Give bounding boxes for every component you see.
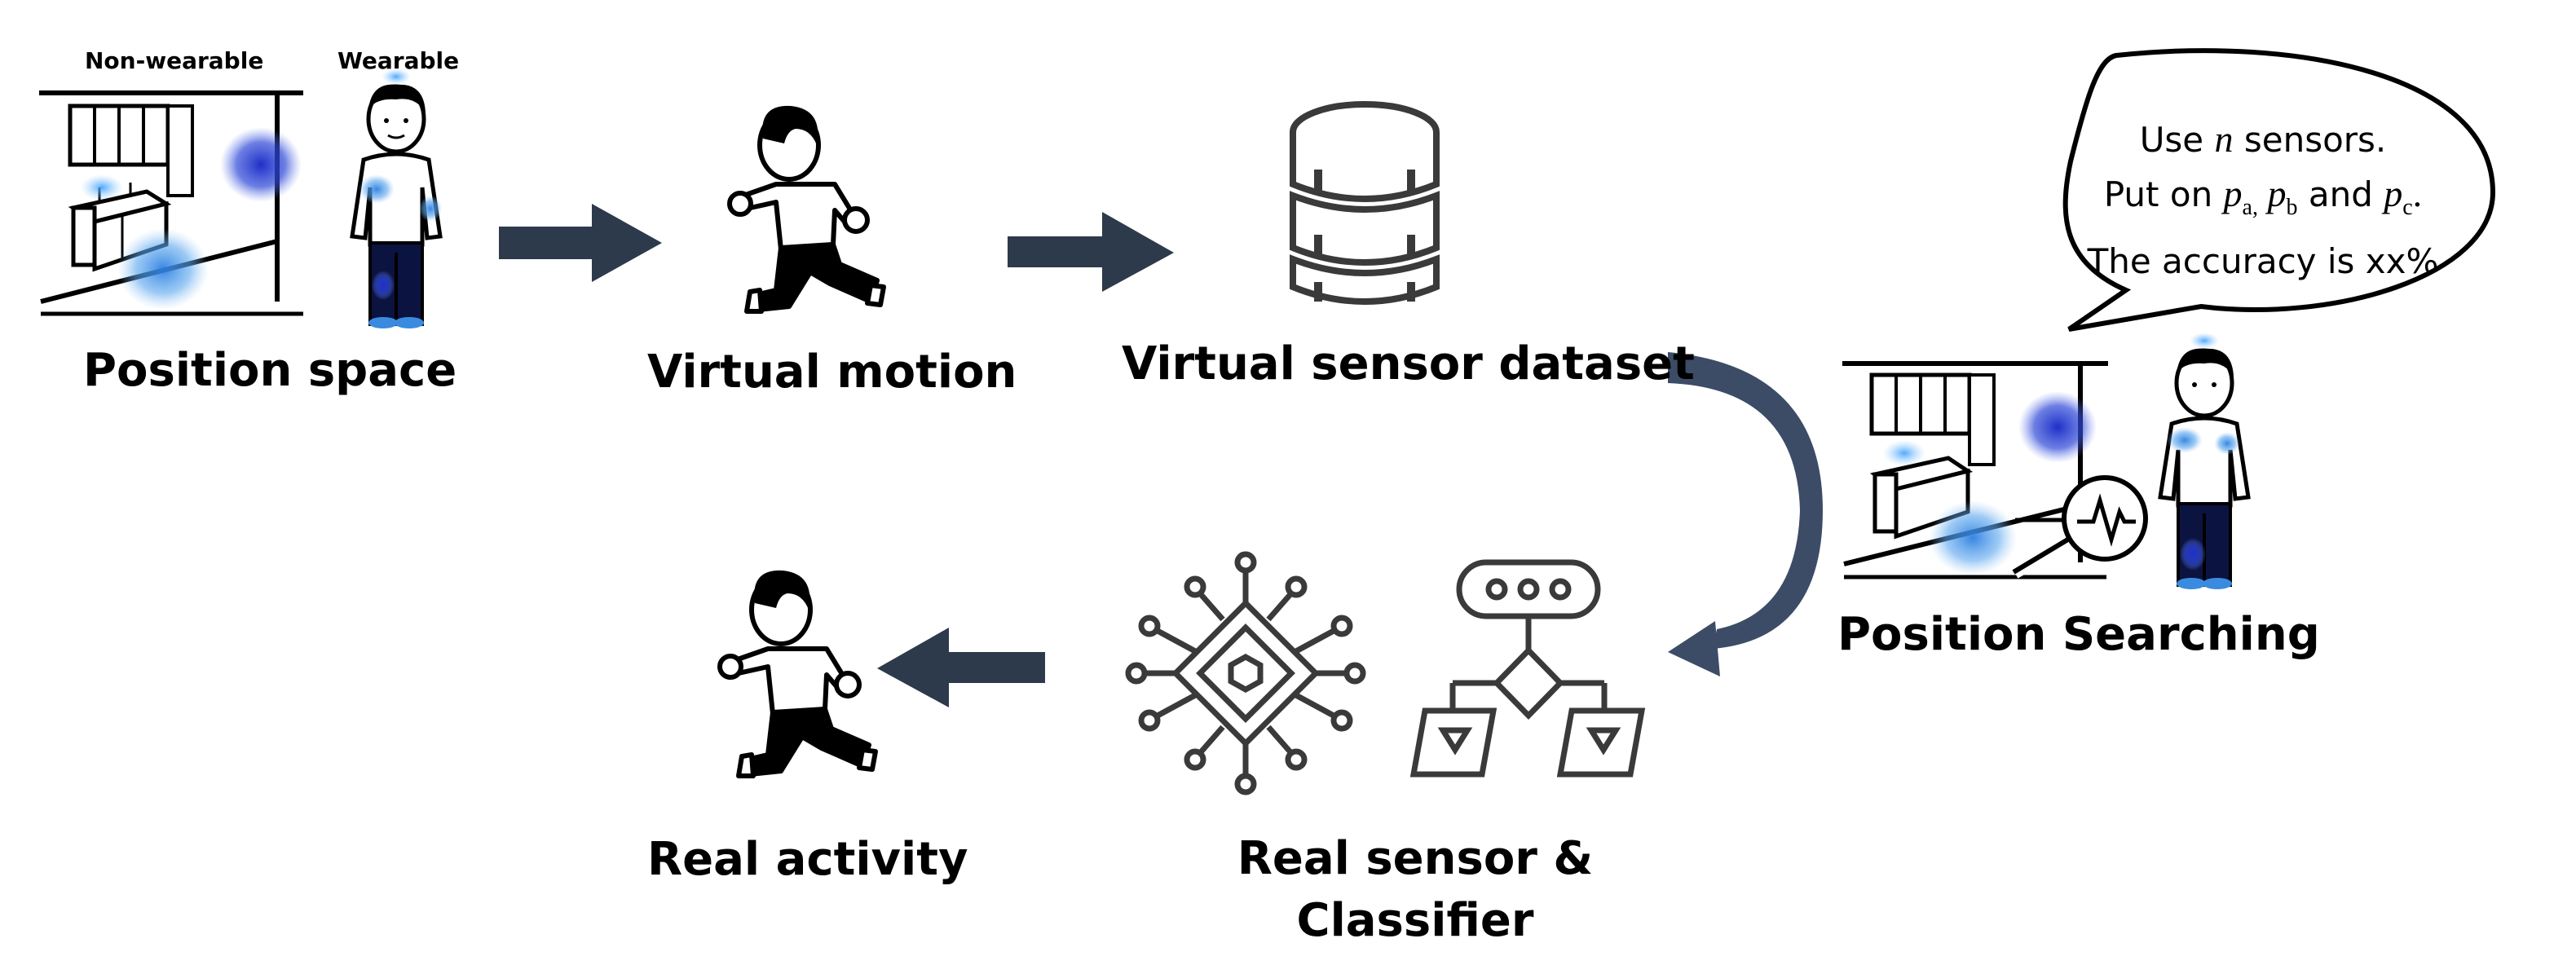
position-space-title: Position space [83, 344, 457, 397]
virtual-dataset-title: Virtual sensor dataset [1122, 337, 1695, 390]
bubble-line-1: Use n sensors. [2139, 118, 2387, 160]
classifier-title-line1: Real sensor & [1237, 832, 1594, 885]
arrow-left [877, 628, 1045, 707]
non-wearable-label: Non-wearable [85, 47, 264, 74]
running-person-icon-bottom [717, 570, 878, 778]
speech-bubble-text: Use n sensors. Put on pa, pb and pc. The… [2035, 112, 2491, 289]
virtual-motion-title: Virtual motion [647, 346, 1017, 399]
bubble-line-2: Put on pa, pb and pc. [2103, 173, 2423, 221]
kitchen-room-image [39, 90, 303, 316]
running-person-icon-top [727, 105, 886, 314]
ai-chip-icon [1125, 551, 1366, 795]
wearable-person-image [350, 68, 443, 328]
position-searching-title: Position Searching [1837, 608, 2320, 661]
arrow-right-2 [1008, 212, 1174, 292]
speech-bubble [2062, 48, 2496, 332]
bubble-line-3: The accuracy is xx% [2087, 241, 2439, 282]
classifier-title: Real sensor & Classifier [1206, 828, 1624, 952]
flowchart-icon [1409, 559, 1646, 778]
database-icon [1290, 101, 1440, 305]
real-activity-title: Real activity [647, 833, 968, 886]
arrow-right-1 [499, 204, 662, 282]
classifier-title-line2: Classifier [1296, 894, 1534, 947]
search-kitchen-image [1842, 361, 2148, 579]
search-person-image [2158, 333, 2251, 589]
wearable-label: Wearable [337, 47, 460, 74]
curved-arrow [1668, 352, 1823, 676]
